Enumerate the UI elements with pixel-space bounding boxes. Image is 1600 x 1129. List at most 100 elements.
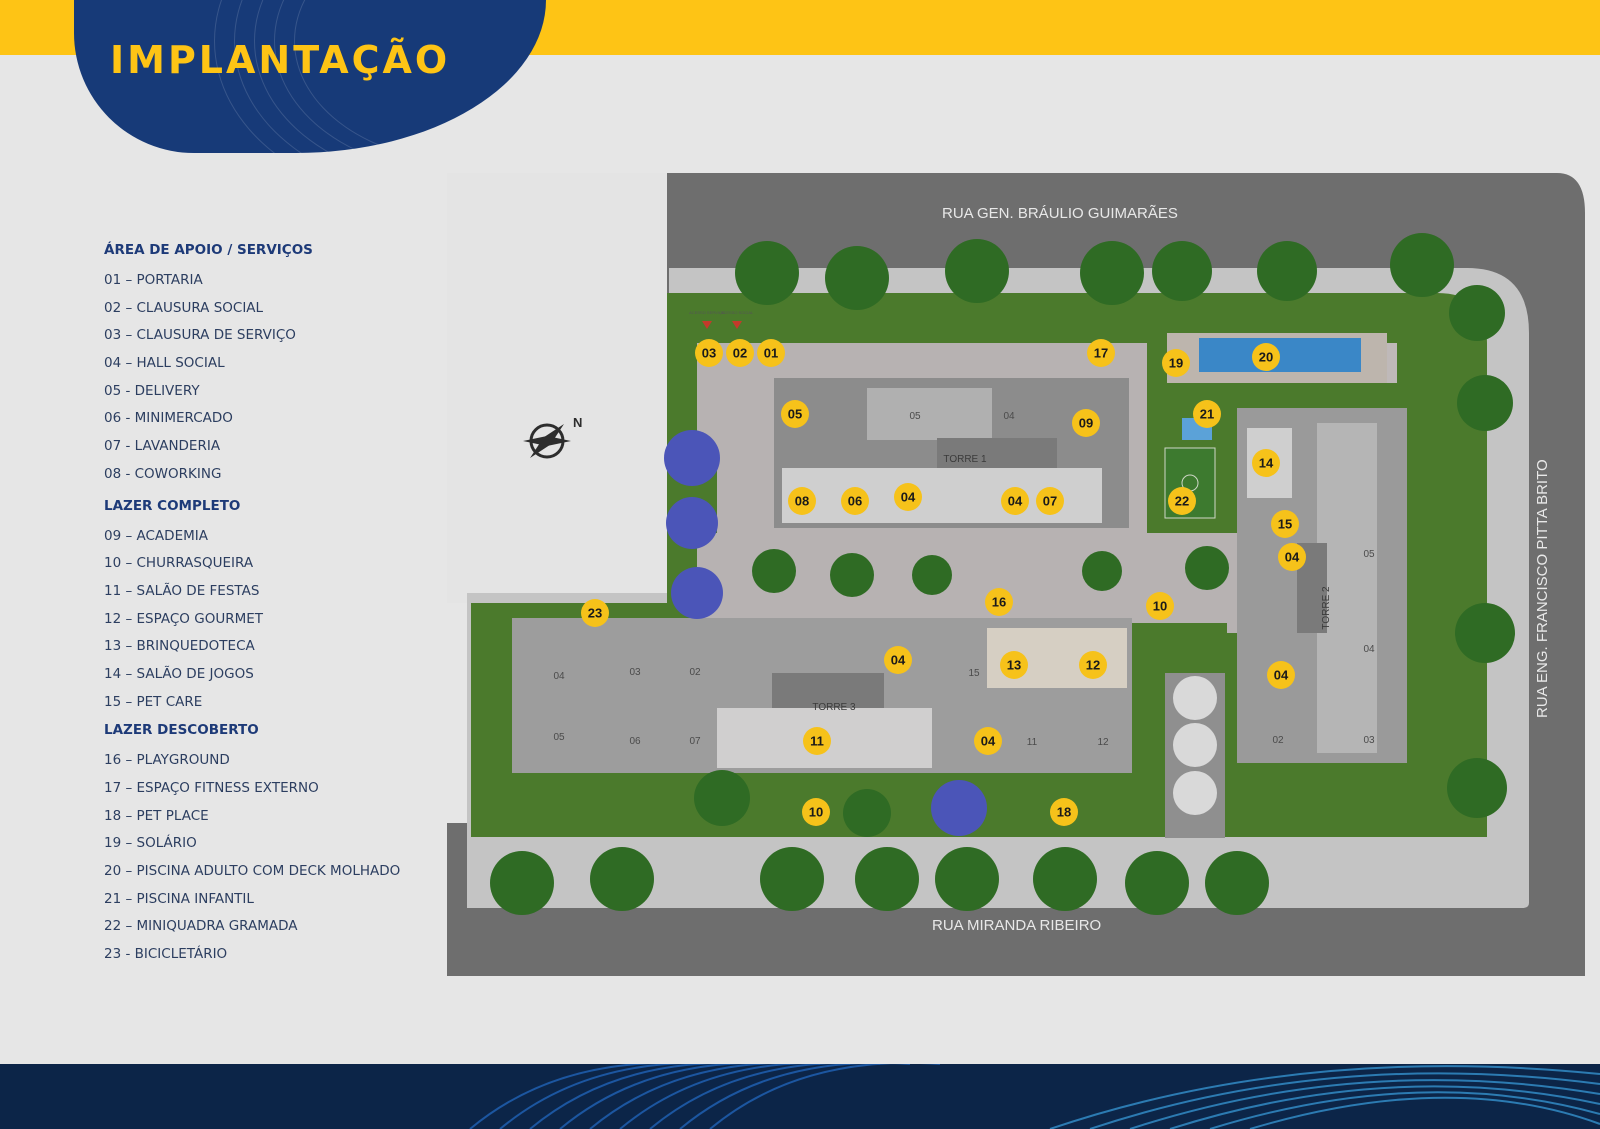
site-plan-map: N ACESSO SERVIÇO ACESSO SOCIAL RUA GEN. … (447, 173, 1585, 976)
map-marker[interactable]: 04 (894, 483, 922, 511)
legend-item: 08 - COWORKING (104, 465, 222, 482)
map-marker[interactable]: 20 (1252, 343, 1280, 371)
map-marker[interactable]: 13 (1000, 651, 1028, 679)
svg-text:09: 09 (1079, 416, 1093, 431)
svg-text:10: 10 (809, 805, 823, 820)
map-marker[interactable]: 11 (803, 727, 831, 755)
map-marker[interactable]: 03 (695, 339, 723, 367)
map-marker[interactable]: 16 (985, 588, 1013, 616)
svg-text:06: 06 (848, 494, 862, 509)
legend-item: 16 – PLAYGROUND (104, 752, 230, 769)
adult-pool (1199, 338, 1361, 372)
map-marker[interactable]: 10 (802, 798, 830, 826)
svg-text:04: 04 (891, 653, 906, 668)
legend-heading-outdoor: LAZER DESCOBERTO (104, 722, 259, 739)
map-marker[interactable]: 07 (1036, 487, 1064, 515)
unit-number: 03 (629, 667, 641, 678)
map-marker[interactable]: 19 (1162, 349, 1190, 377)
street-right: RUA ENG. FRANCISCO PITTA BRITO (1534, 459, 1551, 718)
legend-item: 14 – SALÃO DE JOGOS (104, 665, 254, 682)
map-marker[interactable]: 06 (841, 487, 869, 515)
legend-item: 06 - MINIMERCADO (104, 410, 233, 427)
svg-text:04: 04 (1285, 550, 1300, 565)
map-marker[interactable]: 21 (1193, 400, 1221, 428)
map-marker[interactable]: 08 (788, 487, 816, 515)
svg-text:15: 15 (1278, 517, 1292, 532)
unit-number: 05 (553, 732, 565, 743)
map-marker[interactable]: 22 (1168, 487, 1196, 515)
unit-number: 05 (1363, 549, 1375, 560)
svg-text:22: 22 (1175, 494, 1189, 509)
legend-item: 07 - LAVANDERIA (104, 438, 221, 455)
map-marker[interactable]: 04 (1278, 543, 1306, 571)
footer-bar (0, 1064, 1600, 1129)
map-marker[interactable]: 01 (757, 339, 785, 367)
trees (490, 233, 1515, 915)
svg-text:20: 20 (1259, 350, 1273, 365)
map-marker[interactable]: 04 (884, 646, 912, 674)
legend-item: 13 – BRINQUEDOTECA (104, 638, 255, 655)
svg-text:04: 04 (1274, 668, 1289, 683)
svg-text:05: 05 (788, 407, 802, 422)
legend-item: 15 – PET CARE (104, 693, 203, 710)
map-marker[interactable]: 02 (726, 339, 754, 367)
map-marker[interactable]: 04 (974, 727, 1002, 755)
map-marker[interactable]: 05 (781, 400, 809, 428)
map-marker[interactable]: 12 (1079, 651, 1107, 679)
unit-number: 11 (1027, 737, 1038, 748)
legend-item: 23 - BICICLETÁRIO (104, 946, 228, 963)
legend-item: 05 - DELIVERY (104, 382, 200, 399)
svg-text:02: 02 (733, 346, 747, 361)
legend-item: 18 – PET PLACE (104, 807, 209, 824)
tower-label: TORRE 2 (1321, 586, 1332, 630)
legend-heading-support: ÁREA DE APOIO / SERVIÇOS (104, 242, 313, 258)
map-marker[interactable]: 23 (581, 599, 609, 627)
unit-number: 06 (629, 736, 641, 747)
svg-text:16: 16 (992, 595, 1006, 610)
svg-text:13: 13 (1007, 658, 1021, 673)
legend: ÁREA DE APOIO / SERVIÇOS 01 – PORTARIA 0… (104, 240, 434, 969)
map-marker[interactable]: 17 (1087, 339, 1115, 367)
legend-item: 03 – CLAUSURA DE SERVIÇO (104, 327, 296, 344)
map-marker[interactable]: 04 (1001, 487, 1029, 515)
unit-number: 03 (1363, 735, 1375, 746)
svg-text:11: 11 (810, 734, 824, 749)
tower-label: TORRE 1 (943, 454, 987, 465)
legend-item: 19 – SOLÁRIO (104, 835, 197, 852)
legend-item: 04 – HALL SOCIAL (104, 355, 225, 372)
tower-label: TORRE 3 (812, 702, 856, 713)
compass-icon: N (523, 415, 582, 459)
street-bottom: RUA MIRANDA RIBEIRO (932, 917, 1101, 934)
svg-text:18: 18 (1057, 805, 1071, 820)
unit-number: 07 (689, 736, 701, 747)
legend-item: 12 – ESPAÇO GOURMET (104, 610, 264, 627)
legend-item: 10 – CHURRASQUEIRA (104, 555, 254, 572)
map-marker[interactable]: 04 (1267, 661, 1295, 689)
svg-text:03: 03 (702, 346, 716, 361)
legend-item: 02 – CLAUSURA SOCIAL (104, 299, 264, 316)
map-marker[interactable]: 18 (1050, 798, 1078, 826)
title-banner (74, 0, 546, 153)
svg-text:14: 14 (1259, 456, 1274, 471)
legend-item: 09 – ACADEMIA (104, 527, 208, 544)
svg-text:17: 17 (1094, 346, 1108, 361)
svg-text:21: 21 (1200, 407, 1214, 422)
svg-text:04: 04 (981, 734, 996, 749)
street-top: RUA GEN. BRÁULIO GUIMARÃES (942, 205, 1178, 222)
map-marker[interactable]: 14 (1252, 449, 1280, 477)
legend-item: 22 – MINIQUADRA GRAMADA (104, 918, 298, 935)
unit-number: 02 (1272, 735, 1284, 746)
svg-text:23: 23 (588, 606, 602, 621)
unit-number: 05 (909, 411, 921, 422)
map-marker[interactable]: 10 (1146, 592, 1174, 620)
flower-trees (664, 430, 987, 836)
legend-heading-leisure: LAZER COMPLETO (104, 497, 241, 514)
svg-text:07: 07 (1043, 494, 1057, 509)
access-service-label: ACESSO SERVIÇO (689, 310, 725, 315)
compass-north-label: N (573, 415, 582, 430)
map-marker[interactable]: 15 (1271, 510, 1299, 538)
unit-number: 04 (1363, 644, 1375, 655)
legend-item: 20 – PISCINA ADULTO COM DECK MOLHADO (104, 863, 401, 880)
map-marker[interactable]: 09 (1072, 409, 1100, 437)
unit-number: 12 (1097, 737, 1109, 748)
